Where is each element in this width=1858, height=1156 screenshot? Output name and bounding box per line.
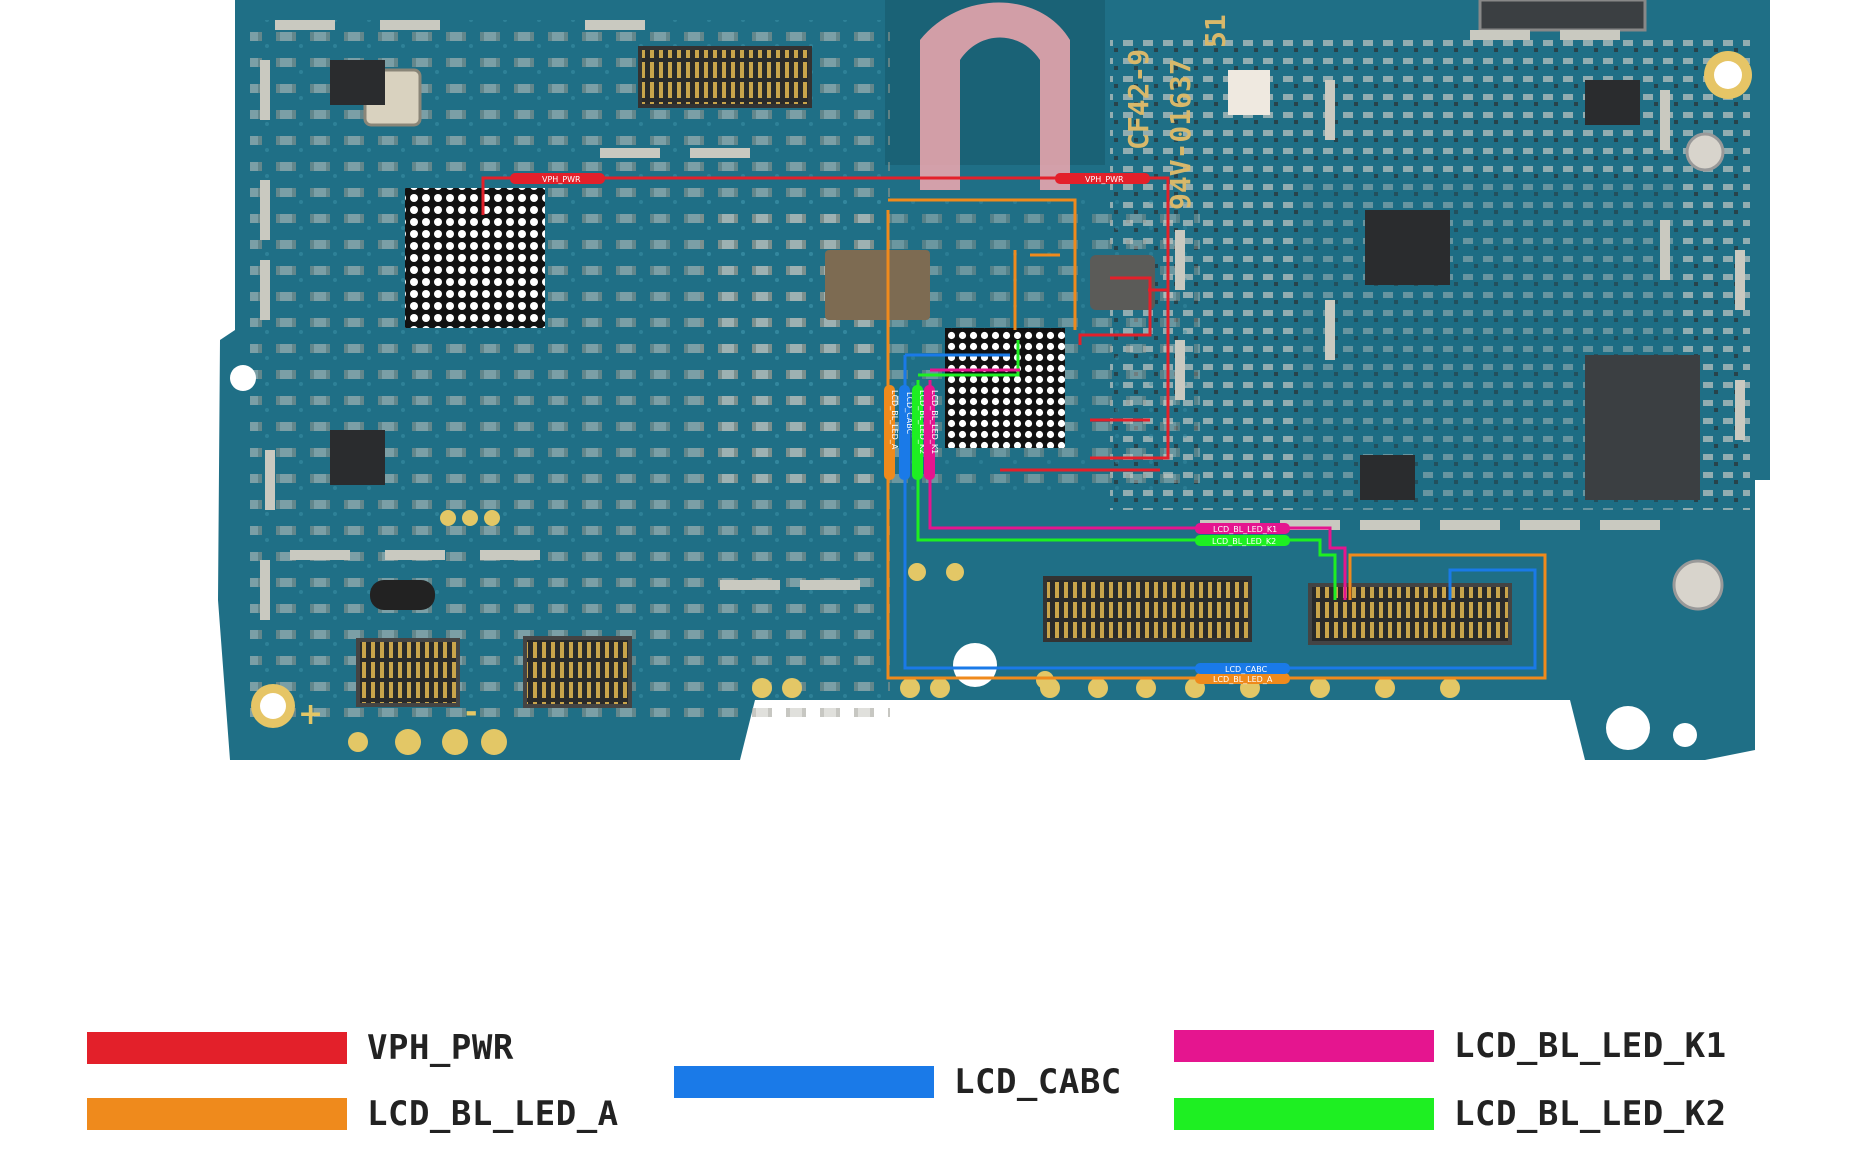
silkscreen-text: CF42-9: [1122, 49, 1155, 150]
net-tag-lcd-bl-led-a-vertical: [884, 385, 895, 480]
net-tag-label: VPH_PWR: [542, 175, 581, 184]
ic-chip: [1360, 455, 1415, 500]
mounting-hole: [260, 693, 286, 719]
legend-item-vph-pwr: VPH_PWR: [87, 1028, 514, 1068]
net-tag-lcd-bl-led-k1: [1195, 523, 1290, 534]
net-tag-label: LCD_BL_LED_K2: [918, 390, 927, 454]
net-lcd-bl-led-k1-trace: [928, 368, 1347, 600]
polarity-minus-label: -: [465, 695, 477, 730]
rf-connector: [1672, 559, 1724, 611]
test-pads: [348, 510, 1460, 755]
mounting-hole: [953, 643, 997, 687]
rf-connector: [1685, 132, 1725, 172]
ic-chip: [330, 430, 385, 485]
legend-label: LCD_BL_LED_A: [367, 1094, 619, 1134]
legend-swatch: [1174, 1030, 1434, 1062]
net-tag-vph-pwr-right: [1055, 173, 1150, 184]
ic-chip: [1585, 355, 1700, 500]
legend-item-lcd-cabc: LCD_CABC: [674, 1062, 1122, 1102]
legend-label: LCD_BL_LED_K1: [1454, 1026, 1727, 1066]
legend-item-lcd-bl-led-k2: LCD_BL_LED_K2: [1174, 1094, 1727, 1134]
board-connector-top-right: [1478, 0, 1647, 32]
bga-chip-left: [405, 188, 545, 328]
legend-swatch: [1174, 1098, 1434, 1130]
inductor: [825, 250, 930, 320]
net-lcd-bl-led-a-trace: [886, 198, 1547, 680]
board-connector-bottom-left: [1043, 576, 1252, 642]
led: [1228, 70, 1270, 115]
net-tag-label: LCD_BL_LED_K2: [1212, 537, 1276, 546]
net-tag-vph-pwr-left: [510, 173, 605, 184]
net-tag-lcd-bl-led-k2-vertical: [912, 385, 923, 480]
net-tag-lcd-cabc: [1195, 663, 1290, 674]
legend-label: LCD_CABC: [954, 1062, 1122, 1102]
net-tag-label: LCD_BL_LED_A: [890, 390, 899, 450]
ic-chip: [1585, 80, 1640, 125]
inductor: [1090, 255, 1155, 310]
ic-chip: [330, 60, 385, 105]
board-connector-top: [638, 46, 812, 108]
net-lcd-cabc-trace: [903, 353, 1537, 670]
legend-item-lcd-bl-led-a: LCD_BL_LED_A: [87, 1094, 619, 1134]
net-tag-lcd-bl-led-a: [1195, 673, 1290, 684]
silkscreen-text: 51: [1199, 14, 1232, 48]
net-tag-label: LCD_CABC: [905, 392, 914, 435]
mounting-hole: [1673, 723, 1697, 747]
net-tag-lcd-bl-led-k2: [1195, 535, 1290, 546]
net-vph-pwr-trace: [481, 176, 1170, 472]
legend-swatch: [87, 1032, 347, 1064]
net-lcd-bl-led-k2-trace: [916, 340, 1337, 600]
legend-swatch: [87, 1098, 347, 1130]
legend-label: VPH_PWR: [367, 1028, 514, 1068]
net-tag-label: LCD_BL_LED_K1: [1213, 525, 1277, 534]
polarity-plus-label: +: [298, 697, 323, 732]
bga-chip-center: [945, 328, 1065, 448]
mounting-hole: [1606, 706, 1650, 750]
legend-item-lcd-bl-led-k1: LCD_BL_LED_K1: [1174, 1026, 1727, 1066]
legend-label: LCD_BL_LED_K2: [1454, 1094, 1727, 1134]
board-connector-small: [523, 636, 632, 708]
mounting-hole: [230, 365, 256, 391]
net-tag-lcd-bl-led-k1-vertical: [924, 385, 935, 480]
ic-chip: [1365, 210, 1450, 285]
net-tag-label: LCD_BL_LED_K1: [930, 390, 939, 454]
fuse-component: [370, 580, 435, 610]
net-tag-label: LCD_CABC: [1225, 665, 1268, 674]
cutout-red-shape: [920, 2, 1070, 190]
battery-connector: [356, 638, 460, 707]
board-connector-bottom-right: [1308, 583, 1512, 645]
net-tag-lcd-cabc-vertical: [899, 385, 910, 480]
mounting-hole: [1714, 61, 1742, 89]
gold-strips: [260, 20, 1745, 620]
legend-swatch: [674, 1066, 934, 1098]
net-tag-label: VPH_PWR: [1085, 175, 1124, 184]
net-tag-label: LCD_BL_LED_A: [1213, 675, 1273, 684]
